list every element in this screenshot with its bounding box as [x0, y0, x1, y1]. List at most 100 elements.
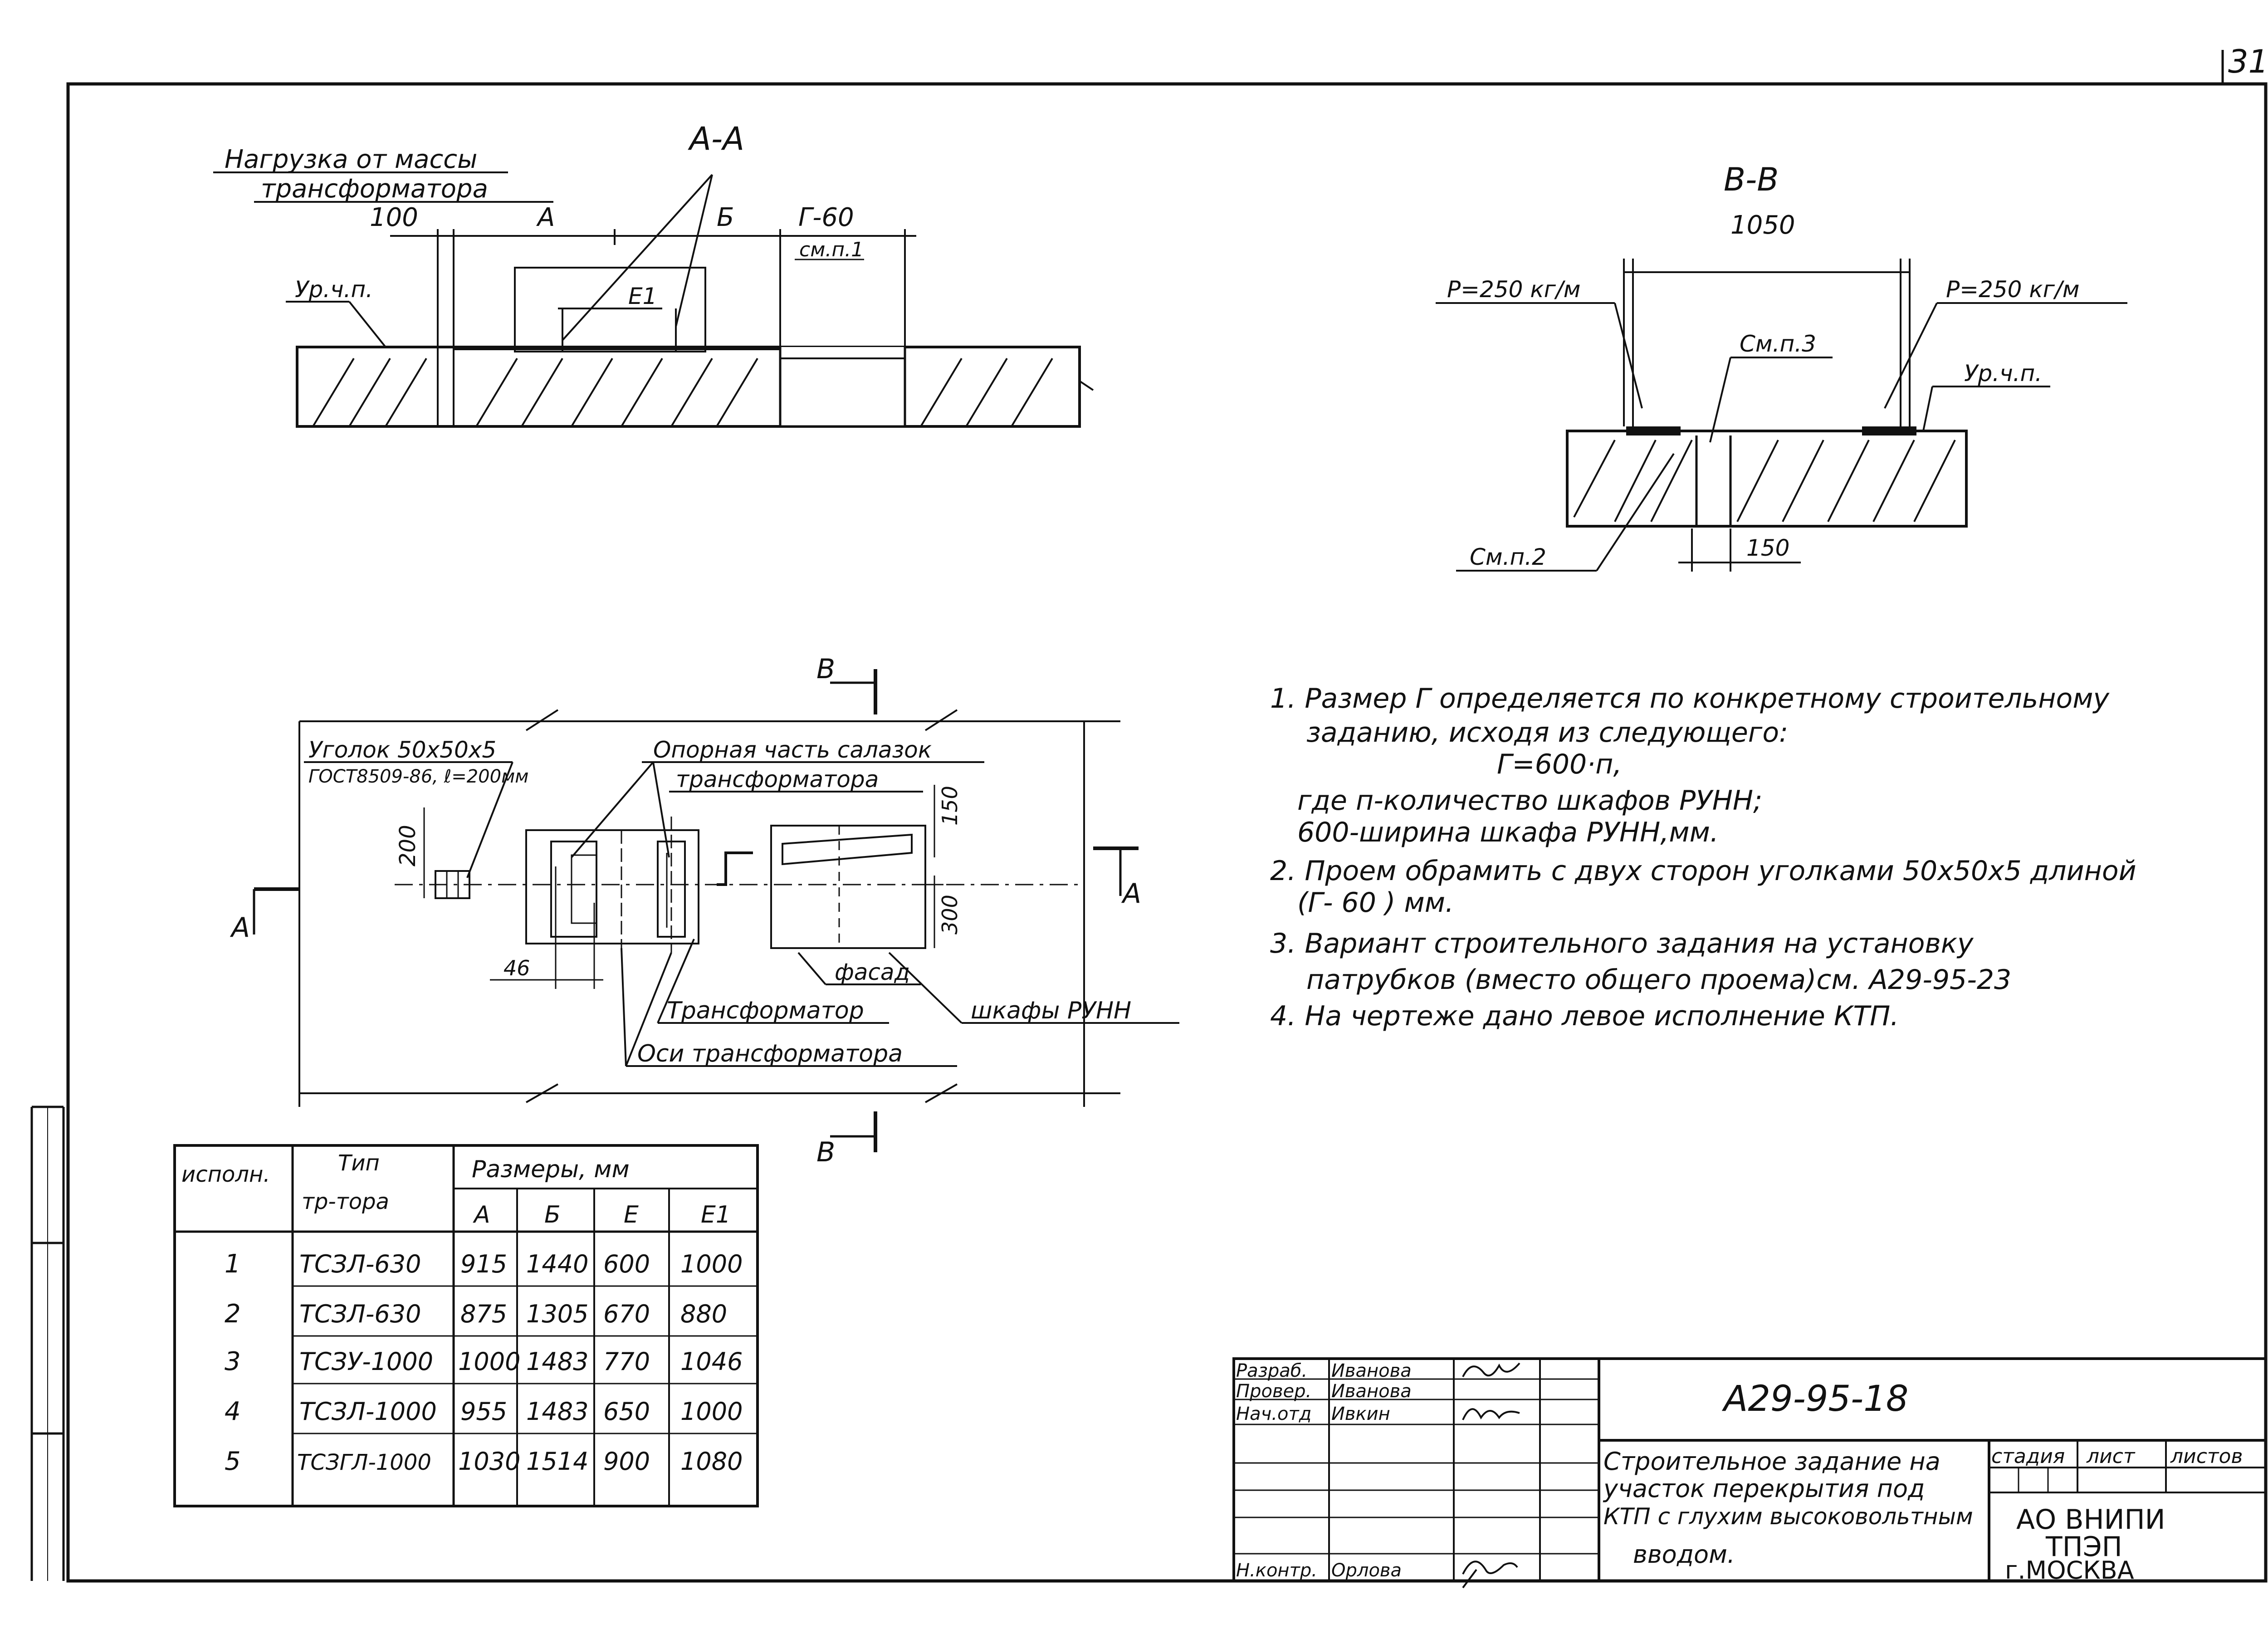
tb-role-1: Разраб.	[1236, 1360, 1307, 1381]
note-line-5: 600-ширина шкафа РУНН,мм.	[1297, 817, 1719, 848]
tb-name-3: Ивкин	[1331, 1404, 1390, 1424]
table-row: 4 ТСЗЛ-1000 955 1483 650 1000	[225, 1397, 743, 1426]
dim-b-label: Б	[717, 203, 734, 232]
cell-n: 5	[225, 1447, 241, 1476]
table-row: 3 ТСЗУ-1000 1000 1483 770 1046	[225, 1347, 743, 1376]
cut-a-right: А	[1121, 878, 1141, 910]
e1-label: Е1	[628, 283, 657, 309]
cell-e: 670	[603, 1300, 650, 1328]
tb-org-1: АО ВНИПИ	[2016, 1504, 2165, 1536]
section-vv: В-В 1050 Р=250 кг/м Р=250 кг/м См.п.3 Ур…	[1436, 161, 2127, 572]
cell-b: 1483	[526, 1397, 588, 1426]
tb-stage: стадия	[1991, 1445, 2065, 1468]
note-line-6: 2. Проем обрамить с двух сторон уголками…	[1270, 855, 2136, 887]
sheet-number: 31	[2228, 43, 2268, 80]
cell-type: ТСЗЛ-630	[299, 1300, 421, 1328]
th-e1: Е1	[701, 1201, 731, 1228]
cut-v-top: В	[816, 653, 835, 685]
floor-level-vv: Ур.ч.п.	[1964, 360, 2042, 386]
cell-n: 4	[225, 1397, 241, 1426]
tb-role-2: Провер.	[1236, 1381, 1311, 1402]
load-right: Р=250 кг/м	[1946, 276, 2079, 303]
cell-b: 1483	[526, 1347, 588, 1376]
load-label-line2: трансформатора	[261, 174, 488, 204]
cell-type: ТСЗЛ-630	[299, 1250, 421, 1278]
note-line-1: 1. Размер Г определяется по конкретному …	[1270, 683, 2110, 714]
note-line-3: Г=600·п,	[1497, 749, 1622, 780]
signature-1	[1462, 1362, 1520, 1377]
dim-g-label: Г-60	[798, 203, 854, 232]
signature-3	[1462, 1408, 1520, 1420]
tb-desc-3: КТП с глухим высоковольтным	[1603, 1503, 1973, 1530]
sheet-frame	[66, 82, 2268, 1583]
tb-desc-2: участок перекрытия под	[1603, 1474, 1925, 1503]
tb-role-3: Нач.отд	[1236, 1404, 1311, 1424]
section-vv-title: В-В	[1724, 161, 1779, 198]
tb-name-1: Иванова	[1331, 1360, 1412, 1381]
note-line-9: патрубков (вместо общего проема)см. А29-…	[1306, 964, 2011, 996]
th-b: Б	[544, 1201, 561, 1228]
dim-1050: 1050	[1730, 210, 1795, 240]
cell-e1: 880	[680, 1300, 727, 1328]
angle-label-1: Уголок 50х50х5	[308, 737, 496, 763]
note-line-10: 4. На чертеже дано левое исполнение КТП.	[1270, 1000, 1899, 1032]
section-aa: А-А Нагрузка от массы трансформатора 100…	[213, 120, 1094, 428]
th-type-1: Тип	[338, 1150, 380, 1176]
tb-name-2: Иванова	[1331, 1381, 1412, 1402]
cell-e: 900	[603, 1447, 650, 1476]
tb-name-4: Орлова	[1331, 1560, 1402, 1581]
tb-desc-1: Строительное задание на	[1603, 1447, 1941, 1476]
tb-desc-4: вводом.	[1633, 1540, 1735, 1569]
cell-b: 1514	[526, 1447, 588, 1476]
table-row: 1 ТСЗЛ-630 915 1440 600 1000	[225, 1249, 743, 1279]
see-note-1: см.п.1	[799, 238, 864, 261]
load-left: Р=250 кг/м	[1447, 276, 1580, 303]
support-label-1: Опорная часть салазок	[653, 737, 932, 763]
tb-org-2: ТПЭП	[2045, 1531, 2122, 1563]
see-p3: См.п.3	[1740, 331, 1816, 357]
cell-a: 915	[460, 1250, 507, 1278]
cell-b: 1440	[526, 1250, 588, 1278]
cell-e1: 1000	[680, 1250, 743, 1278]
dim-100: 100	[370, 203, 418, 232]
facade-label: фасад	[835, 959, 910, 985]
cell-e: 770	[603, 1347, 650, 1376]
th-exec: исполн.	[181, 1162, 270, 1187]
dimensions-table: исполн. Тип тр-тора Размеры, мм А Б Е Е1…	[173, 1144, 759, 1507]
cell-n: 2	[225, 1299, 241, 1329]
dim-150-plan: 150	[938, 786, 962, 826]
tb-sheets: листов	[2170, 1445, 2243, 1468]
cabinets-label: шкафы РУНН	[971, 997, 1131, 1024]
cell-a: 955	[460, 1397, 507, 1426]
axes-label: Оси трансформатора	[637, 1040, 903, 1067]
cell-e: 650	[603, 1397, 650, 1426]
load-label-line1: Нагрузка от массы	[225, 145, 477, 174]
angle-label-2: ГОСТ8509-86, ℓ=200мм	[308, 766, 528, 787]
doc-code: А29-95-18	[1721, 1379, 1908, 1419]
note-line-2: заданию, исходя из следующего:	[1306, 717, 1788, 749]
cell-e1: 1000	[680, 1397, 743, 1426]
cell-type: ТСЗУ-1000	[299, 1347, 433, 1376]
th-e: Е	[624, 1201, 639, 1228]
support-label-2: трансформатора	[676, 766, 879, 793]
tb-sheet: лист	[2086, 1445, 2136, 1468]
note-line-8: 3. Вариант строительного задания на уста…	[1270, 928, 1974, 959]
note-line-7: (Г- 60 ) мм.	[1297, 887, 1454, 919]
cell-type: ТСЗГЛ-1000	[297, 1450, 431, 1475]
cut-a-left: А	[230, 912, 250, 944]
notes: 1. Размер Г определяется по конкретному …	[1270, 683, 2136, 1032]
cell-b: 1305	[526, 1300, 588, 1328]
cell-e1: 1080	[680, 1447, 743, 1476]
cell-e1: 1046	[680, 1347, 743, 1376]
dim-150-vv: 150	[1746, 535, 1789, 561]
transformer-label: Трансформатор	[667, 997, 864, 1024]
cut-v-bottom: В	[816, 1136, 835, 1168]
dim-300: 300	[938, 895, 962, 934]
binding-stamp	[30, 1106, 65, 1581]
floor-level-aa: Ур.ч.п.	[295, 276, 373, 303]
section-aa-title: А-А	[688, 120, 744, 157]
see-p2: См.п.2	[1470, 544, 1546, 570]
cell-a: 1000	[458, 1347, 520, 1376]
table-row: 2 ТСЗЛ-630 875 1305 670 880	[225, 1299, 727, 1329]
th-type-2: тр-тора	[302, 1189, 389, 1214]
